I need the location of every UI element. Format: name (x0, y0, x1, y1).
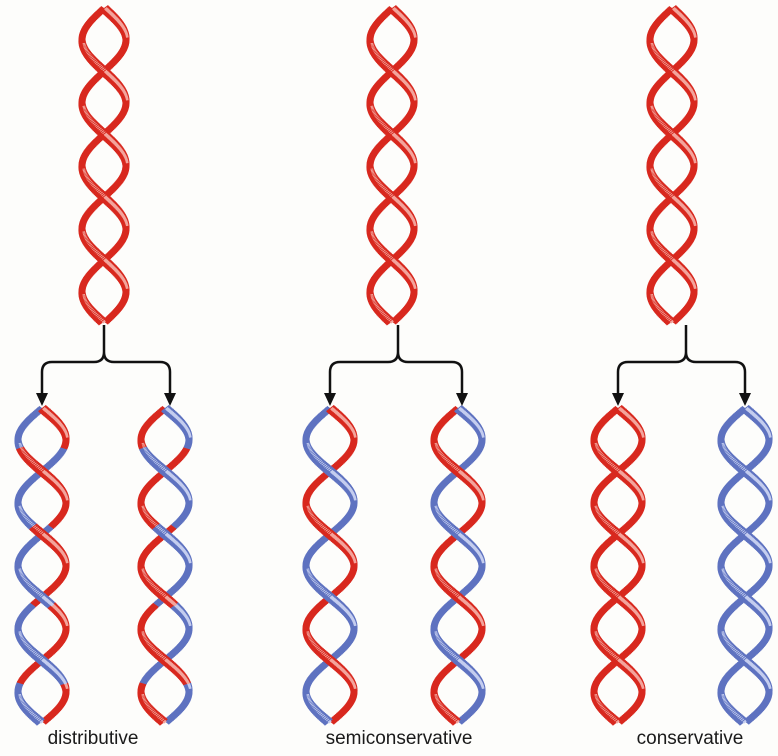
arrow-semiconservative (324, 325, 468, 406)
daughter-helix-conservative-2 (717, 404, 773, 726)
label-distributive: distributive (47, 728, 139, 749)
parent-helix-semiconservative (366, 5, 418, 326)
parent-helix-conservative (646, 5, 698, 326)
label-conservative: conservative (636, 728, 744, 749)
arrow-conservative (612, 325, 751, 406)
daughter-helix-conservative-1 (590, 404, 646, 726)
daughter-helix-semiconservative-2 (430, 404, 486, 726)
daughter-helix-distributive-2 (137, 404, 193, 726)
arrow-distributive (36, 325, 176, 406)
daughter-helix-distributive-1 (14, 404, 70, 726)
label-semiconservative: semiconservative (325, 728, 473, 749)
parent-helix-distributive (78, 5, 130, 326)
daughter-helix-semiconservative-1 (302, 404, 358, 726)
